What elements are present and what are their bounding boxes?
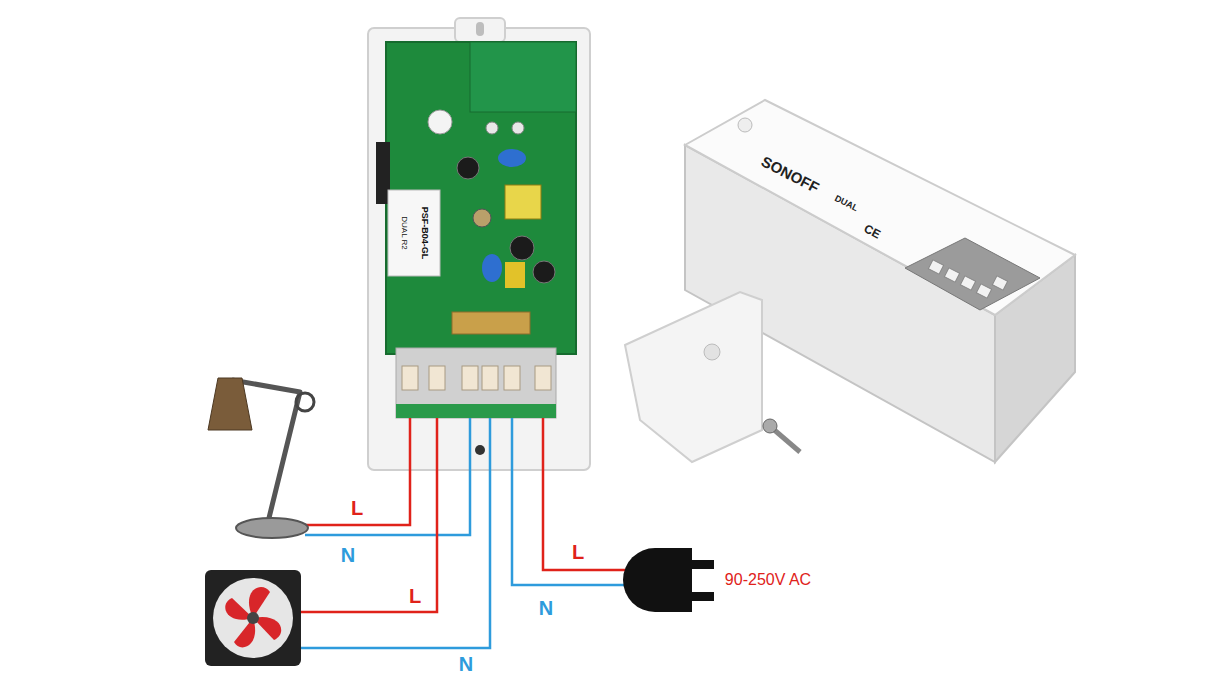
- terminal-cover: [625, 292, 762, 462]
- terminal-screws: [402, 366, 551, 390]
- terminal-recess: [905, 238, 1040, 310]
- wire-label: L: [572, 541, 584, 563]
- pcb: [386, 42, 576, 354]
- cert-mark: CE: [862, 222, 883, 241]
- wire-label: L: [351, 497, 363, 519]
- device-top: [685, 100, 1075, 315]
- mount-slot: [476, 22, 484, 36]
- mount-tab: [455, 18, 505, 42]
- enclosure: [368, 28, 590, 470]
- sonoff-device: [625, 100, 1075, 462]
- chip-marking: DUAL R2: [400, 216, 409, 250]
- brand-logo: SONOFF: [758, 153, 821, 196]
- lamp-icon: [208, 378, 314, 538]
- live-wire: [300, 418, 437, 612]
- live-wire: [305, 418, 410, 525]
- neutral-wire: [512, 418, 625, 585]
- wifi-module: [470, 42, 576, 112]
- mount-hole: [475, 445, 485, 455]
- screw: [763, 419, 800, 452]
- wire-label: N: [539, 597, 553, 619]
- transformer: [505, 185, 541, 219]
- pcb-edge: [396, 404, 556, 418]
- device-terminals: [928, 260, 1007, 298]
- inductor: [473, 209, 491, 227]
- wire-label: L: [409, 585, 421, 607]
- fan-icon: [205, 570, 301, 666]
- capacitor: [482, 254, 502, 282]
- led: [512, 122, 524, 134]
- capacitor: [457, 157, 479, 179]
- capacitor: [505, 262, 525, 288]
- push-button: [428, 110, 452, 134]
- led: [486, 122, 498, 134]
- chip-marking: PSF-B04-GL: [419, 207, 429, 260]
- sonoff-board: [368, 18, 590, 470]
- neutral-wire: [300, 418, 490, 648]
- voltage-label: 90-250V AC: [725, 571, 811, 589]
- wire-label: N: [341, 544, 355, 566]
- capacitor: [510, 236, 534, 260]
- wire-label: N: [459, 653, 473, 675]
- model-name: DUAL: [833, 194, 860, 214]
- device-button: [738, 118, 752, 132]
- neutral-wire: [305, 418, 470, 535]
- fuse: [452, 312, 530, 334]
- live-wire: [543, 418, 625, 570]
- plug-icon: [623, 548, 714, 612]
- cover-hole: [704, 344, 720, 360]
- capacitor: [533, 261, 555, 283]
- pcb-sticker: [388, 190, 440, 276]
- capacitor: [498, 149, 526, 167]
- wires: [300, 418, 625, 648]
- terminal-block: [396, 348, 556, 418]
